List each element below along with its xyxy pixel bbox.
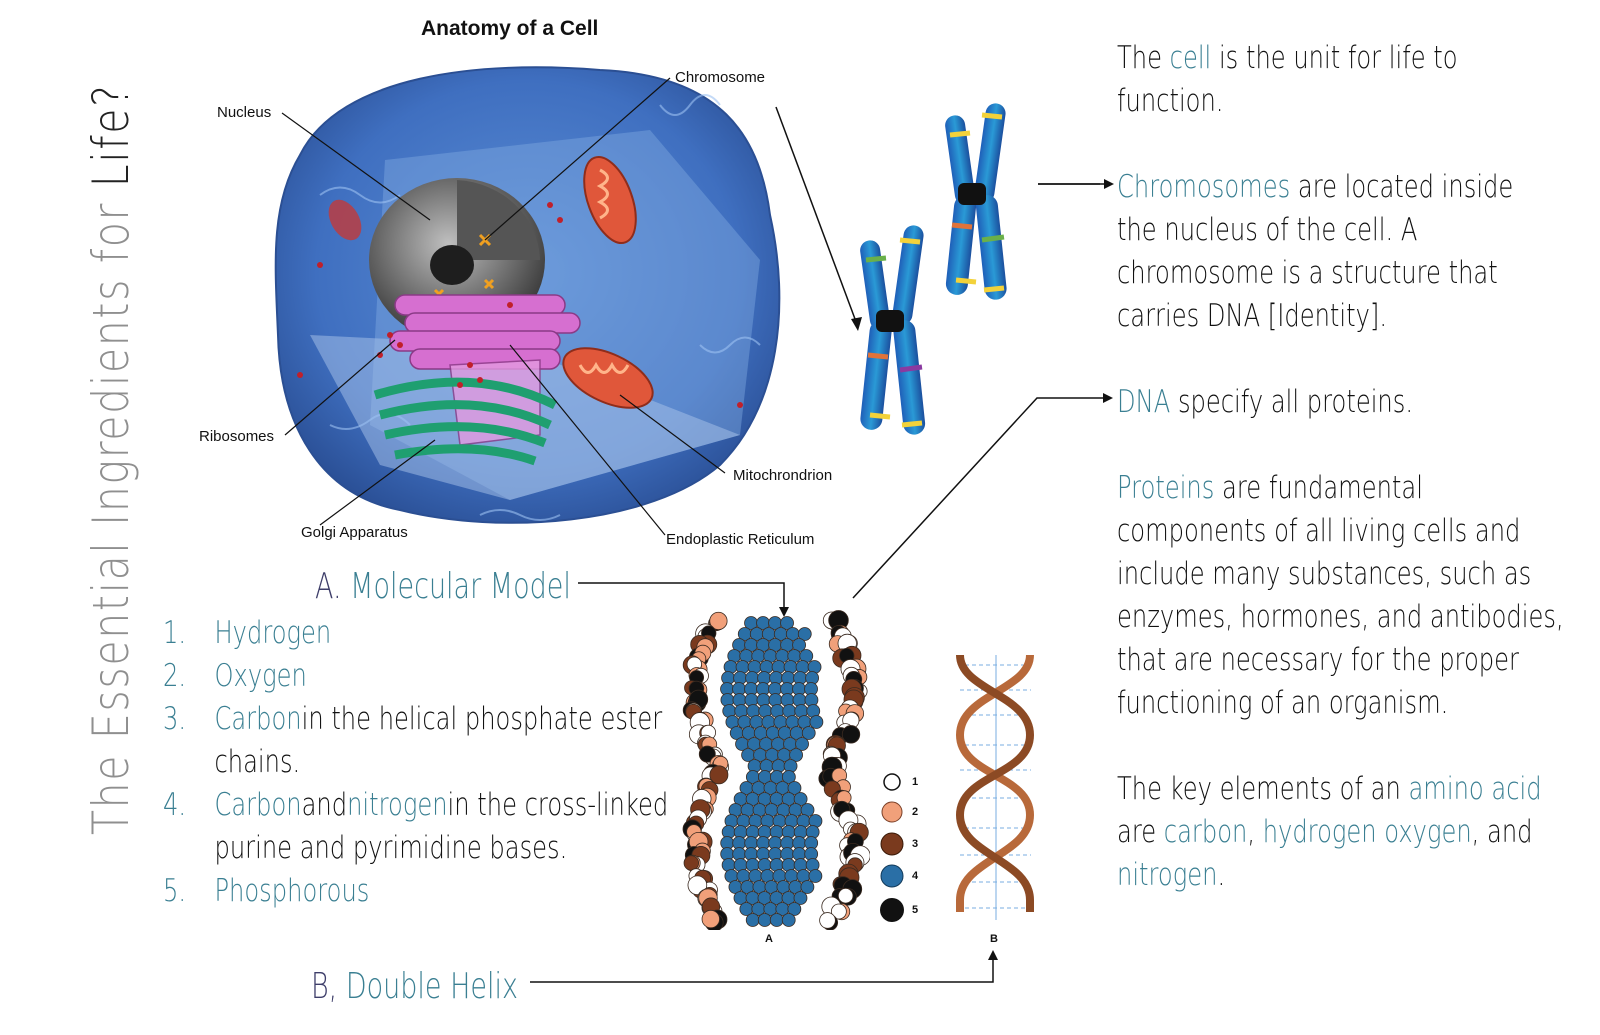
ribosomes-leader (284, 339, 396, 436)
legend-2: 2 (912, 806, 919, 818)
label-ribosomes: Ribosomes (199, 428, 275, 445)
figure-label-b: B (990, 933, 998, 945)
arrow-to-molecular-model (578, 582, 789, 617)
cell-title: Anatomy of a Cell (421, 17, 599, 40)
legend-3: 3 (912, 838, 919, 850)
term-proteins: Proteins (1117, 470, 1215, 506)
label-golgi: Golgi Apparatus (301, 524, 408, 541)
side-title: The Essential Ingredients for Life? (82, 83, 140, 835)
list-item: 4.Carbon and nitrogen in the cross-linke… (163, 787, 669, 823)
list-item: 3.Carbon in the helical phosphate ester (163, 701, 663, 737)
er-leader (509, 344, 666, 536)
legend-5: 5 (912, 904, 919, 916)
heading-molecular-model: A. Molecular Model (315, 566, 571, 607)
list-item: 5.Phosphorous (163, 873, 370, 909)
figure-label-a: A (765, 933, 773, 945)
legend-4: 4 (912, 870, 919, 882)
mito-leader (619, 394, 726, 474)
para-proteins: Proteins are fundamental components of a… (1117, 470, 1564, 721)
elements-list: 1.Hydrogen 2.Oxygen 3.Carbon in the heli… (163, 612, 668, 913)
para-amino-acid: The key elements of an amino acid are ca… (1117, 771, 1542, 893)
side-title-part1: The Essential Ingredients for (82, 187, 140, 836)
para-dna: DNA specify all proteins. (1117, 384, 1414, 420)
mitochondrion-shape (583, 156, 637, 244)
term-amino-acid: amino acid (1408, 771, 1542, 807)
label-er: Endoplastic Reticulum (666, 531, 815, 548)
arrow-to-chromosomes (1038, 179, 1114, 189)
chromosome-1 (945, 103, 1007, 300)
er-shape (389, 294, 581, 446)
cell-illustration (274, 66, 781, 536)
list-item: 1.Hydrogen (163, 615, 332, 651)
label-chromosome: Chromosome (675, 69, 766, 86)
dna-molecular-model (682, 610, 870, 930)
label-mitochondrion: Mitochrondrion (733, 467, 833, 484)
golgi-leader (319, 439, 436, 526)
arrow-to-double-helix (530, 950, 998, 983)
chromosomes-illustration (775, 103, 1100, 435)
nucleus-leader (281, 112, 431, 221)
term-chromosomes: Chromosomes (1117, 169, 1291, 205)
term-cell: cell (1169, 40, 1212, 76)
para-cell: The cell is the unit for life to functio… (1117, 40, 1458, 119)
list-item: 2.Oxygen (163, 658, 307, 694)
heading-double-helix: B, Double Helix (311, 966, 519, 1007)
term-dna: DNA (1117, 384, 1171, 420)
golgi-shape (373, 377, 558, 466)
atom-legend (880, 773, 904, 922)
label-nucleus: Nucleus (217, 104, 272, 121)
side-title-part2: Life? (82, 83, 140, 188)
arrow-to-dna (852, 393, 1113, 599)
legend-1: 1 (912, 776, 919, 788)
chromosome-leader (484, 77, 671, 241)
double-helix (955, 654, 1035, 920)
para-chromosomes: Chromosomes are located inside the nucle… (1117, 169, 1514, 334)
chromosome-2 (860, 225, 926, 435)
